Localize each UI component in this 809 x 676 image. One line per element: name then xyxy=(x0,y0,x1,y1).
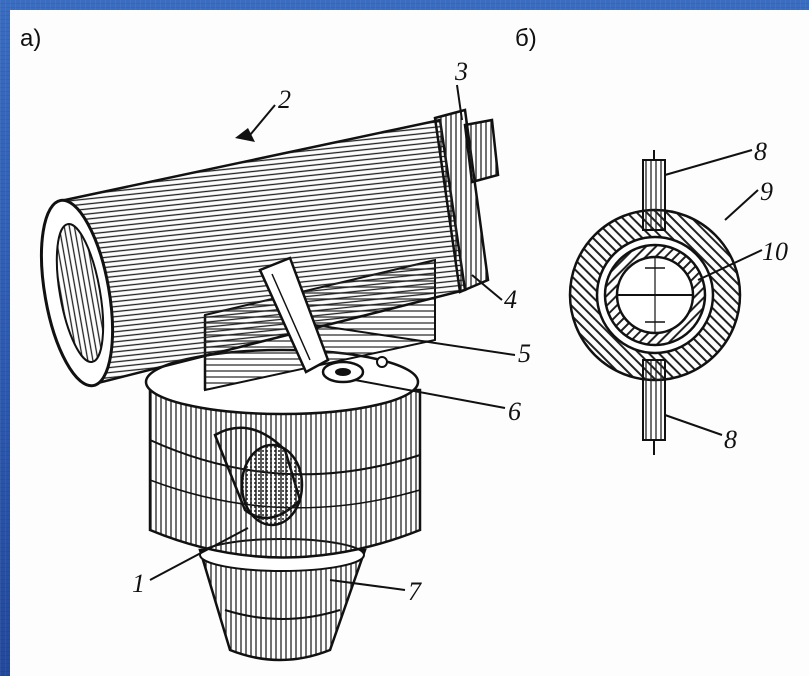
label-7-base-screw: 7 xyxy=(408,577,422,606)
elevation-screw-knob xyxy=(213,426,304,527)
leader-lines-b xyxy=(664,149,763,436)
telescope-tube xyxy=(40,108,500,388)
label-2-sight: 2 xyxy=(278,85,291,114)
level-lever xyxy=(258,256,330,374)
level-instrument xyxy=(40,108,500,662)
label-9-outer-ring: 9 xyxy=(760,177,773,206)
level-instrument-diagram: а) б) xyxy=(20,25,788,662)
label-8-top-screw: 8 xyxy=(754,137,767,166)
tube-cross-section xyxy=(568,150,742,455)
leader-lines-a xyxy=(149,84,516,591)
label-10-reticle: 10 xyxy=(762,237,788,266)
section-label-a: а) xyxy=(20,25,41,52)
figure-panel: а) б) xyxy=(10,10,809,676)
label-1-elevation-screw: 1 xyxy=(132,569,145,598)
circular-level xyxy=(321,356,388,384)
label-8-bottom-screw: 8 xyxy=(724,425,737,454)
label-4-focusing-ring: 4 xyxy=(504,285,517,314)
label-5-level-lever: 5 xyxy=(518,339,531,368)
section-label-b: б) xyxy=(515,25,537,52)
label-3-eyepiece: 3 xyxy=(454,57,468,86)
label-6-circular-level: 6 xyxy=(508,397,521,426)
